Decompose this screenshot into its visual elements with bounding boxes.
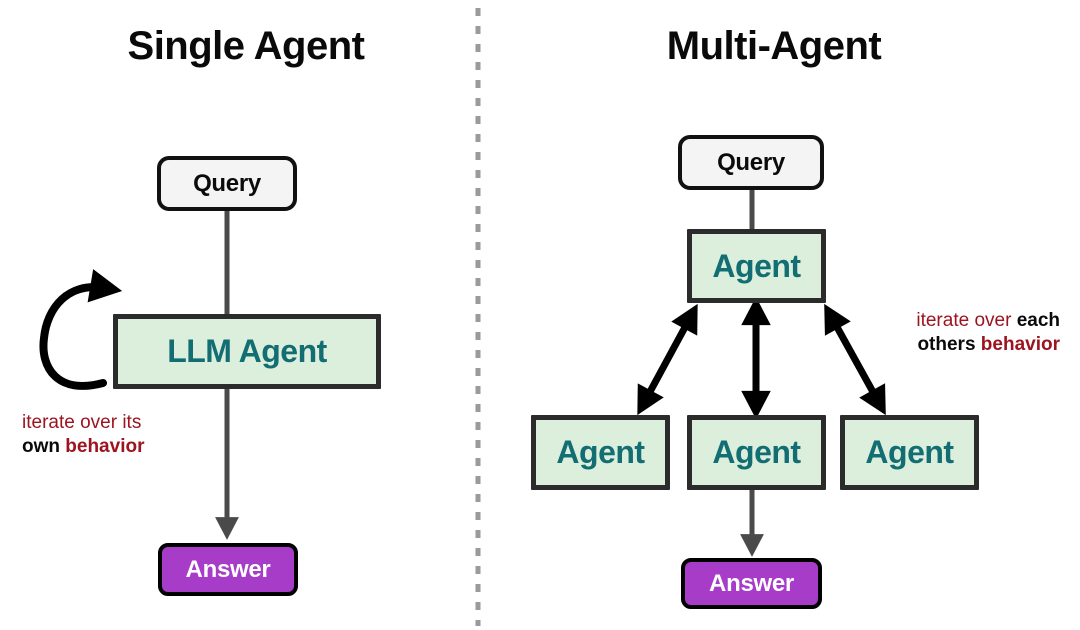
- edge-lead-agent-to-agent-3: [824, 303, 886, 416]
- right-agent-label-1: Agent: [556, 434, 645, 470]
- left-annotation-line2-red: behavior: [65, 436, 145, 457]
- right-annotation-line1-red: iterate over: [916, 310, 1012, 331]
- left-query-label: Query: [193, 169, 261, 197]
- left-answer-label: Answer: [185, 555, 271, 583]
- left-llm-agent-label: LLM Agent: [167, 333, 327, 369]
- left-panel-title: Single Agent: [127, 24, 365, 68]
- self-loop-arrow: [39, 269, 123, 390]
- left-annotation: iterate over its own behavior: [22, 411, 144, 459]
- right-answer-node[interactable]: Answer: [681, 558, 822, 609]
- right-lead-agent-node[interactable]: Agent: [687, 229, 826, 303]
- right-agent-label-3: Agent: [865, 434, 954, 470]
- right-annotation-line1: iterate over each: [820, 309, 1060, 333]
- left-annotation-line1: iterate over its: [22, 411, 144, 435]
- left-annotation-line1-red: iterate over its: [22, 412, 142, 433]
- left-annotation-line2-black: own: [22, 436, 60, 457]
- right-annotation-line2-black: others: [917, 334, 976, 355]
- left-query-node[interactable]: Query: [157, 156, 297, 211]
- right-lead-agent-label: Agent: [712, 247, 801, 284]
- right-query-node[interactable]: Query: [678, 135, 824, 190]
- right-agent-label-2: Agent: [712, 434, 801, 470]
- right-agent-node-1[interactable]: Agent: [531, 415, 670, 490]
- left-llm-agent-node[interactable]: LLM Agent: [113, 314, 381, 389]
- right-annotation-line1-black: each: [1016, 310, 1060, 331]
- right-panel-title: Multi-Agent: [666, 24, 882, 68]
- right-agent-node-3[interactable]: Agent: [840, 415, 979, 490]
- right-query-label: Query: [717, 148, 785, 176]
- right-annotation-line2-red: behavior: [980, 334, 1060, 355]
- edge-lead-agent-to-agent-1: [637, 303, 698, 416]
- left-annotation-line2: own behavior: [22, 435, 144, 459]
- right-answer-label: Answer: [709, 569, 794, 597]
- right-annotation: iterate over each others behavior: [820, 309, 1060, 357]
- left-answer-node[interactable]: Answer: [158, 543, 298, 596]
- right-annotation-line2: others behavior: [820, 333, 1060, 357]
- right-agent-node-2[interactable]: Agent: [687, 415, 826, 490]
